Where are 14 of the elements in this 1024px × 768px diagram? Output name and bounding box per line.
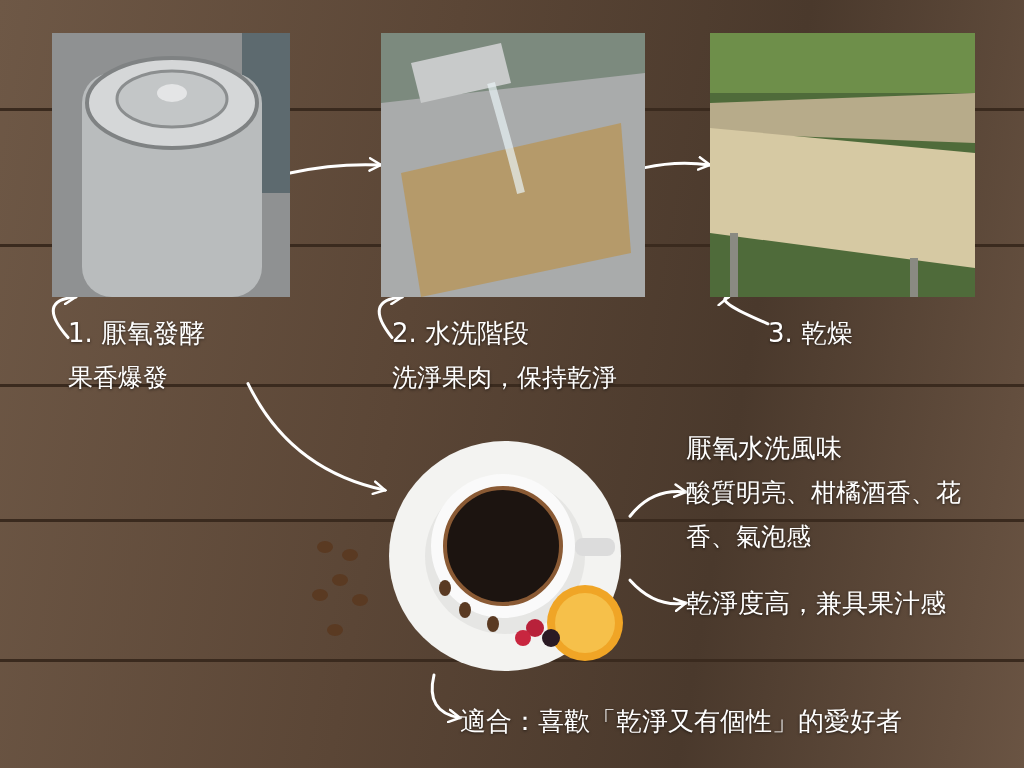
curved-arrow xyxy=(246,382,387,495)
photo-placeholder xyxy=(381,33,645,297)
step-title: 1. 厭氧發酵 xyxy=(68,317,206,350)
step-note: 洗淨果肉，保持乾淨 xyxy=(392,362,617,394)
step-note: 果香爆發 xyxy=(68,362,168,394)
curved-arrow xyxy=(628,578,688,612)
photo-placeholder xyxy=(52,33,290,297)
step-title: 2. 水洗階段 xyxy=(392,317,530,350)
flavor-heading: 厭氧水洗風味 xyxy=(686,432,842,465)
flavor-note: 乾淨度高，兼具果汁感 xyxy=(686,587,946,620)
photo-placeholder xyxy=(710,33,975,297)
step-title: 3. 乾燥 xyxy=(768,317,854,350)
flavor-note: 酸質明亮、柑橘酒香、花香、氣泡感 xyxy=(686,477,962,553)
audience-note: 適合：喜歡「乾淨又有個性」的愛好者 xyxy=(460,705,902,738)
